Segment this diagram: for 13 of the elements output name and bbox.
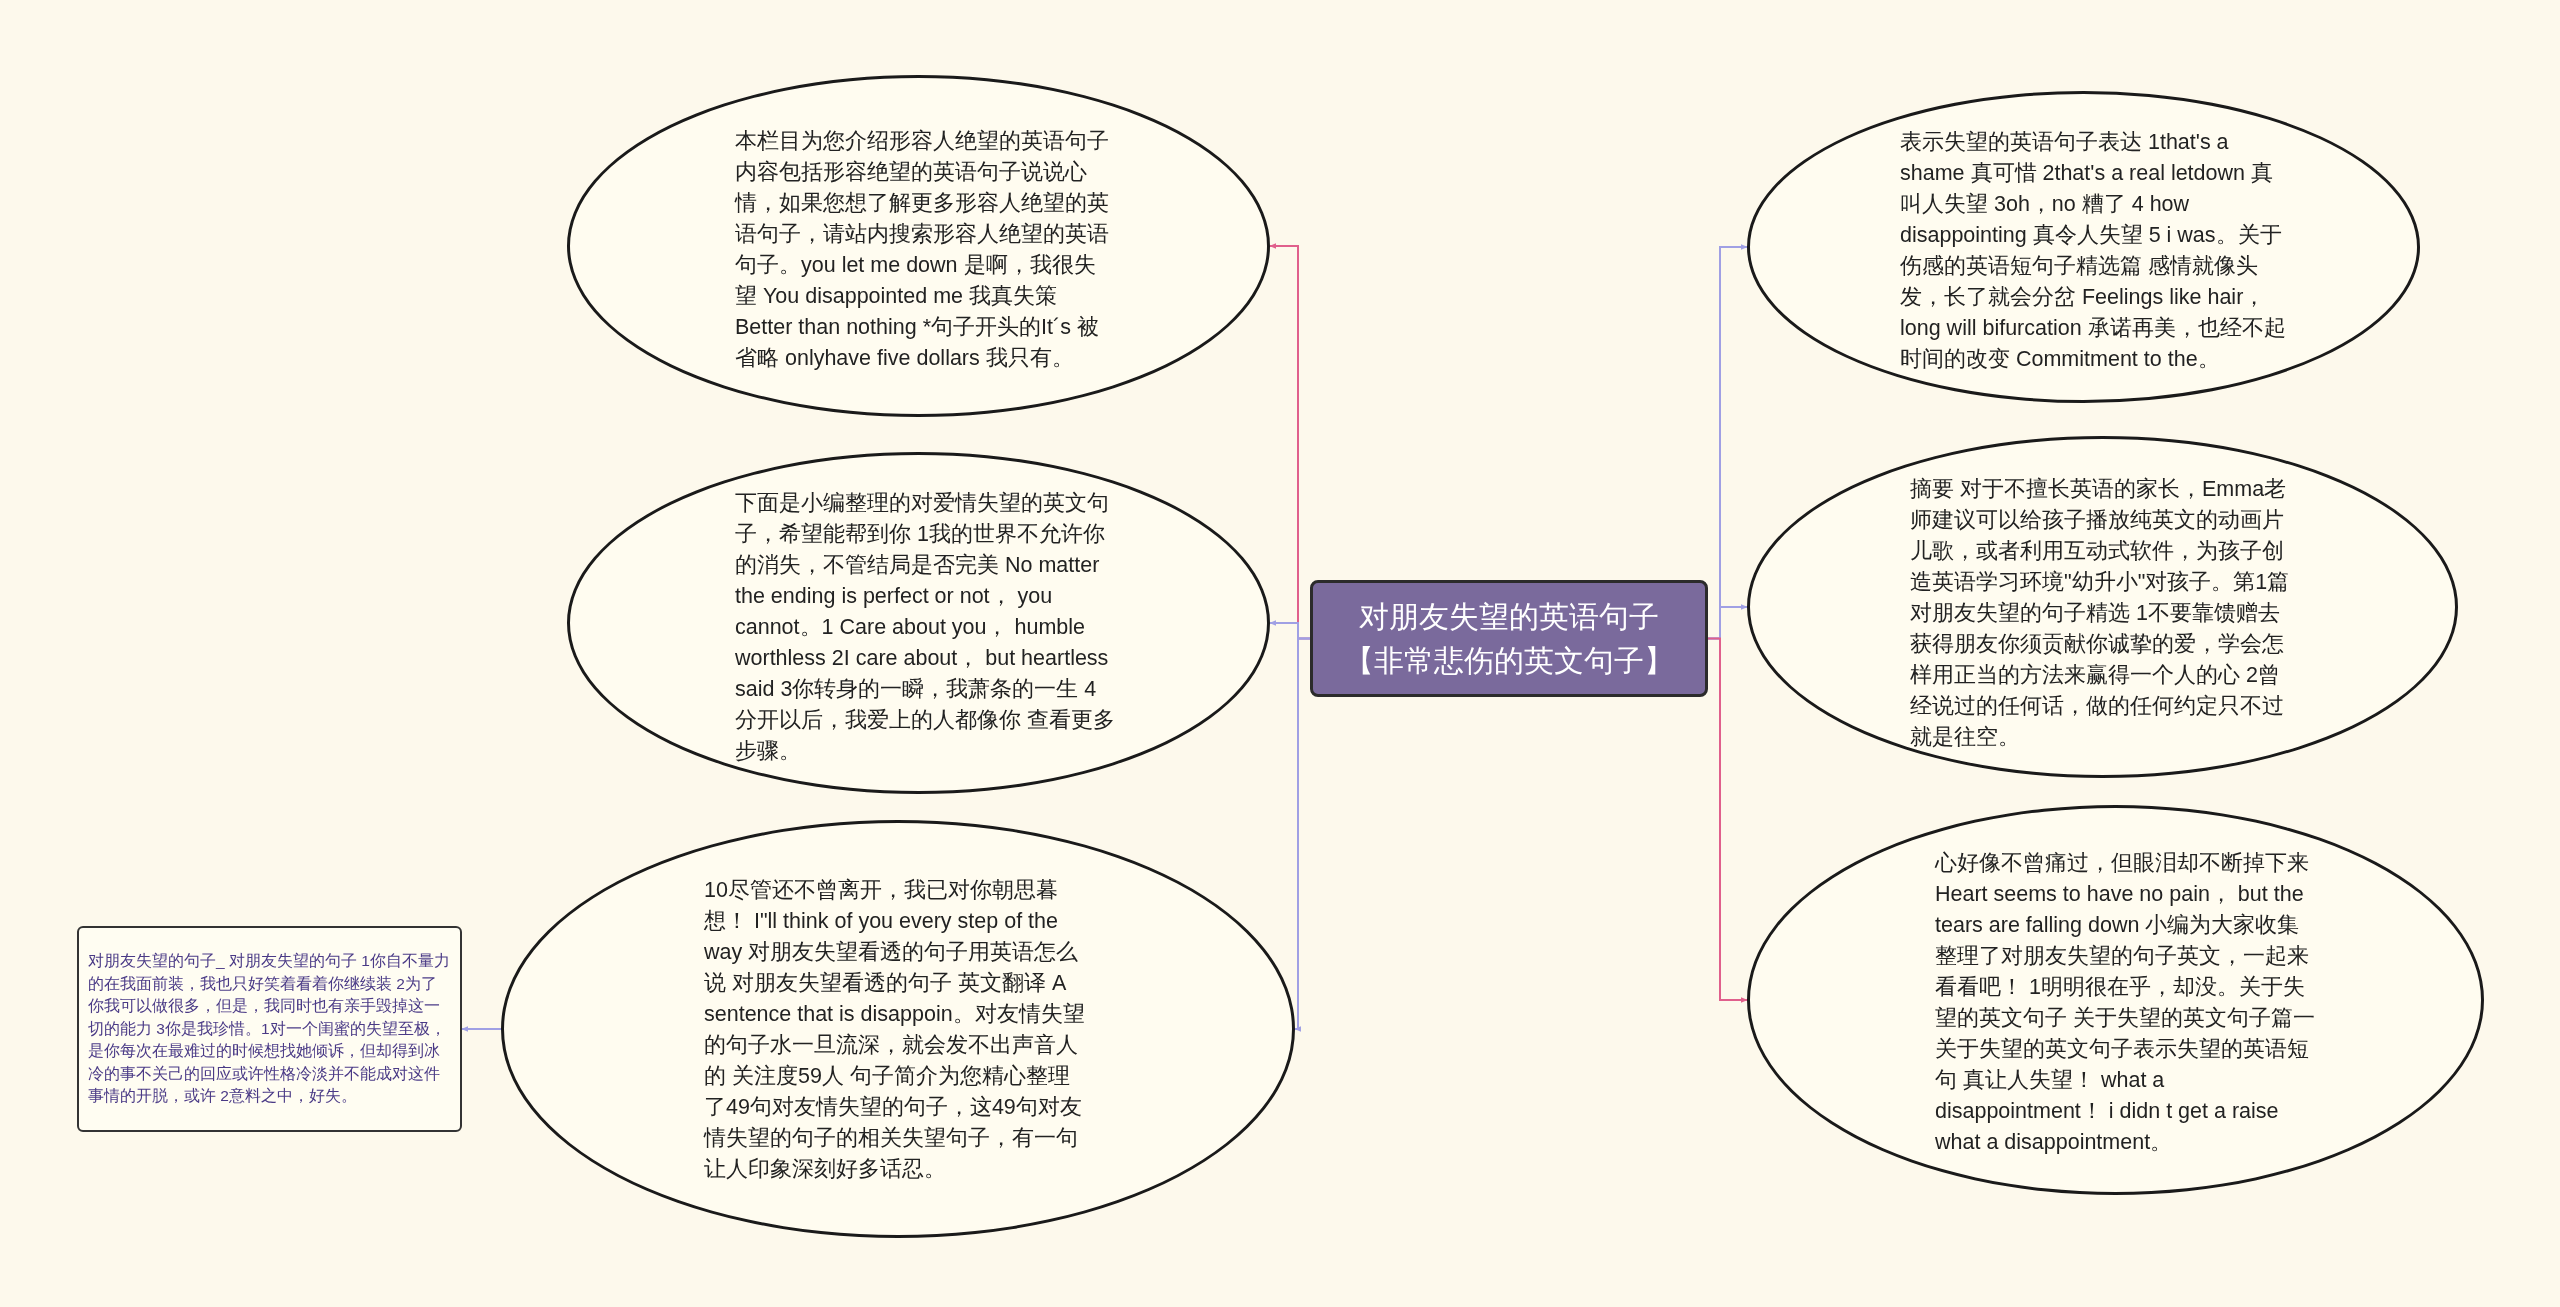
connector-arrow xyxy=(1707,637,1748,1003)
bubble-text: 心好像不曾痛过，但眼泪却不断掉下来Heart seems to have no pain， but the tears are falling down 小编为大家收集整理了对朋友失望的句子英文，一起来看看吧！ 1明明很在乎，却没。关于失望的英文句子 关于失望的英文句子篇一关于失望的英文句子表示失望的英语短句 真让人失望！ what a disappointment！ i didn t get a raise what a disappointment。 xyxy=(1935,850,2316,1156)
connector-arrow xyxy=(1294,637,1311,1032)
bubble-text: 下面是小编整理的对爱情失望的英文句子，希望能帮到你 1我的世界不允许你的消失，不管结局是否完美 No matter the ending is perfect or not， you cannot。1 Care about you， humble worthless 2I care about， but heartless said 3你转身的一瞬，我萧条的一生 4分开以后，我爱上的人都像你 查看更多步骤。 xyxy=(735,489,1115,765)
topic-title: 对朋友失望的英语句子【非常悲伤的英文句子】 xyxy=(1343,598,1675,679)
bubble-text: 本栏目为您介绍形容人绝望的英语句子内容包括形容绝望的英语句子说说心情，如果您想了解更多形容人绝望的英语句子，请站内搜索形容人绝望的英语句子。you let me down 是啊，我很失望 You disappointed me 我真失策 Better than nothing *句子开头的It´s 被省略 onlyhave five dollars 我只有。 xyxy=(735,128,1110,372)
bubble-text: 表示失望的英语句子表达 1that's a shame 真可惜 2that's a real letdown 真叫人失望 3oh，no 糟了 4 how disappointing 真令人失望 5 i was。关于伤感的英语短句子精选篇 感情就像头发，长了就会分岔 Feelings like hair， long will bifurcation 承诺再美，也经不起时间的改变 Commitment to the。 xyxy=(1900,129,2287,373)
note-text: 对朋友失望的句子_ 对朋友失望的句子 1你自不量力的在我面前装，我也只好笑着看着你继续装 2为了你我可以做很多，但是，我同时也有亲手毁掉这一切的能力 3你是我珍惜。1对一个闺蜜的失望至极，是你每次在最难过的时候想找她倾诉，但却得到冰冷的事不关己的回应或许性格冷淡并不能成对这件事情的开脱，或许 2意料之中，好失。 xyxy=(88,951,451,1107)
bubble-text: 10尽管还不曾离开，我已对你朝思暮想！ I"ll think of you every step of the way 对朋友失望看透的句子用英语怎么说 对朋友失望看透的句子 英文翻译 A sentence that is disappoin。对友情失望的句子水一旦流深，就会发不出声音人的 关注度59人 句子简介为您精心整理了49句对友情失望的句子，这49句对友情失望的句子的相关失望句子，有一句让人印象深刻好多话忍。 xyxy=(704,877,1086,1183)
central-topic-box xyxy=(1310,580,1708,697)
bubble-text: 摘要 对于不擅长英语的家长，Emma老师建议可以给孩子播放纯英文的动画片儿歌，或者利用互动式软件，为孩子创造英语学习环境"幼升小"对孩子。第1篇对朋友失望的句子精选 1不要靠馈赠去获得朋友你须贡献你诚挚的爱，学会怎样用正当的方法来赢得一个人的心 2曾经说过的任何话，做的任何约定只不过就是往空。 xyxy=(1910,475,2291,751)
note-card xyxy=(77,926,462,1132)
connector-arrow xyxy=(461,1026,502,1032)
